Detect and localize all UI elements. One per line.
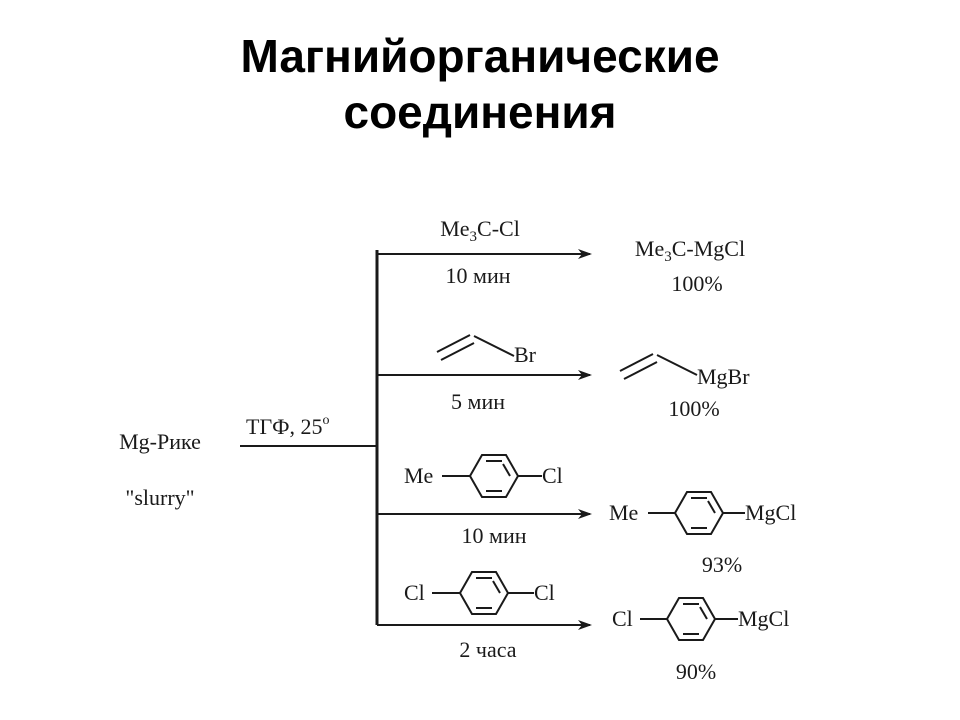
yield-1: 100% — [671, 271, 722, 296]
benzene-ring-4 — [458, 571, 510, 615]
reactant-form: "slurry" — [125, 485, 194, 510]
reagent-4-left: Cl — [404, 580, 425, 605]
benzene-ring-4-product — [665, 597, 717, 641]
product-4-left: Cl — [612, 606, 633, 631]
time-4: 2 часа — [459, 637, 516, 662]
product-2-group: MgBr — [697, 364, 750, 389]
product-3-right: MgCl — [745, 500, 796, 525]
reagent-2-halogen: Br — [514, 342, 537, 367]
product-1: Me3C-MgCl — [635, 236, 745, 265]
yield-2: 100% — [668, 396, 719, 421]
reactant-name: Mg-Рике — [119, 429, 201, 454]
product-3-left: Me — [609, 500, 638, 525]
benzene-ring-3 — [468, 454, 520, 498]
conditions-label: ТГФ, 25o — [246, 413, 330, 439]
yield-3: 93% — [702, 552, 742, 577]
time-1: 10 мин — [446, 263, 511, 288]
allyl-skeleton-product — [619, 353, 698, 380]
title-line-2: соединения — [343, 86, 617, 138]
time-2: 5 мин — [451, 389, 505, 414]
title-line-1: Магнийорганические — [240, 30, 720, 82]
reagent-4-right: Cl — [534, 580, 555, 605]
reagent-3-left: Me — [404, 463, 433, 488]
yield-4: 90% — [676, 659, 716, 684]
degree-superscript: o — [323, 413, 330, 428]
time-3: 10 мин — [462, 523, 527, 548]
reagent-1: Me3C-Cl — [440, 216, 520, 245]
product-4-right: MgCl — [738, 606, 789, 631]
slide-title: Магнийорганические соединения — [0, 28, 960, 140]
conditions-text: ТГФ, 25 — [246, 414, 323, 439]
benzene-ring-3-product — [673, 491, 725, 535]
allyl-skeleton-reagent — [436, 334, 515, 361]
reagent-3-right: Cl — [542, 463, 563, 488]
